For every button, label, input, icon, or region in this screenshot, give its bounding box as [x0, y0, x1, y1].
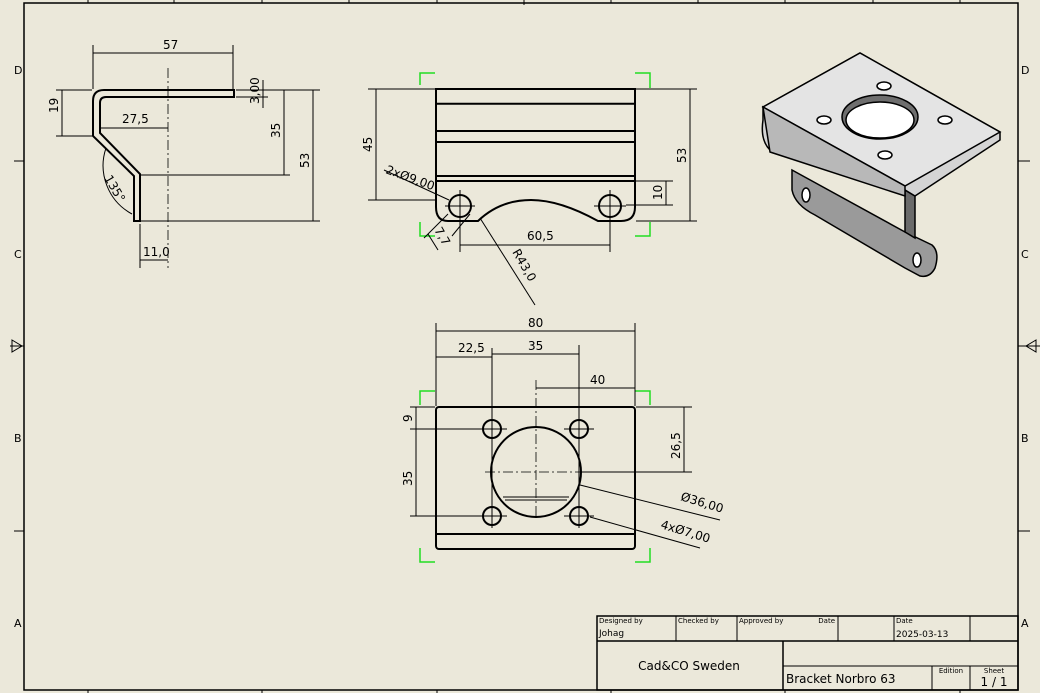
- sheet-border: D C B A D C B A: [10, 0, 1040, 693]
- company-name: Cad&CO Sweden: [638, 659, 740, 673]
- front-view[interactable]: 45 53 10 2xØ9,00 60,5 7,7 R43,0: [361, 72, 697, 306]
- dim-radius: R43,0: [509, 247, 539, 284]
- dim-60-5: 60,5: [527, 229, 554, 243]
- dim-80: 80: [528, 316, 543, 330]
- dim-35: 35: [528, 339, 543, 353]
- dim-26-5: 26,5: [669, 432, 683, 459]
- zone-label: A: [14, 617, 22, 630]
- center-mark-right-icon: [1018, 339, 1040, 353]
- isometric-view[interactable]: [761, 52, 1002, 278]
- date-label: Date: [896, 617, 913, 625]
- zone-label: C: [14, 248, 22, 261]
- dim-angle: 135°: [101, 173, 128, 205]
- top-view[interactable]: 80 22,5 35 40 9 35 26,5 Ø36,00 4xØ7,00: [401, 316, 725, 563]
- dim-19: 19: [47, 98, 61, 113]
- center-mark-left-icon: [10, 339, 24, 353]
- date-label: Date: [818, 617, 835, 625]
- side-view[interactable]: 57 19 27,5 3,00 35 53 135° 11,0: [47, 38, 320, 268]
- dim-11: 11,0: [143, 245, 170, 259]
- edition-label: Edition: [939, 667, 963, 675]
- dim-53: 53: [298, 153, 312, 168]
- dim-9: 9: [401, 414, 415, 422]
- date: 2025-03-13: [896, 630, 948, 640]
- approved-by-label: Approved by: [739, 617, 783, 625]
- zone-label: D: [1021, 64, 1029, 77]
- zone-label: C: [1021, 248, 1029, 261]
- dim-35: 35: [269, 123, 283, 138]
- designed-by-label: Designed by: [599, 617, 643, 625]
- dim-10: 10: [651, 185, 665, 200]
- zone-label: A: [1021, 617, 1029, 630]
- zone-label: B: [1021, 432, 1029, 445]
- dim-holes: 2xØ9,00: [384, 163, 437, 194]
- dim-45: 45: [361, 137, 375, 152]
- title-block: [596, 615, 1019, 691]
- dim-35-v: 35: [401, 471, 415, 486]
- zone-label: D: [14, 64, 22, 77]
- dim-27-5: 27,5: [122, 112, 149, 126]
- dim-40: 40: [590, 373, 605, 387]
- drawing-title: Bracket Norbro 63: [786, 672, 896, 686]
- designed-by: Johag: [598, 629, 624, 639]
- title-block-text: Designed by Johag Checked by Approved by…: [598, 617, 1007, 689]
- sheet-number: 1 / 1: [981, 675, 1008, 689]
- dim-thickness: 3,00: [248, 77, 262, 104]
- zone-label: B: [14, 432, 22, 445]
- dim-57: 57: [163, 38, 178, 52]
- checked-by-label: Checked by: [678, 617, 719, 625]
- dim-53: 53: [675, 148, 689, 163]
- sheet-label: Sheet: [984, 667, 1004, 675]
- dim-22-5: 22,5: [458, 341, 485, 355]
- dim-small-holes: 4xØ7,00: [659, 517, 712, 545]
